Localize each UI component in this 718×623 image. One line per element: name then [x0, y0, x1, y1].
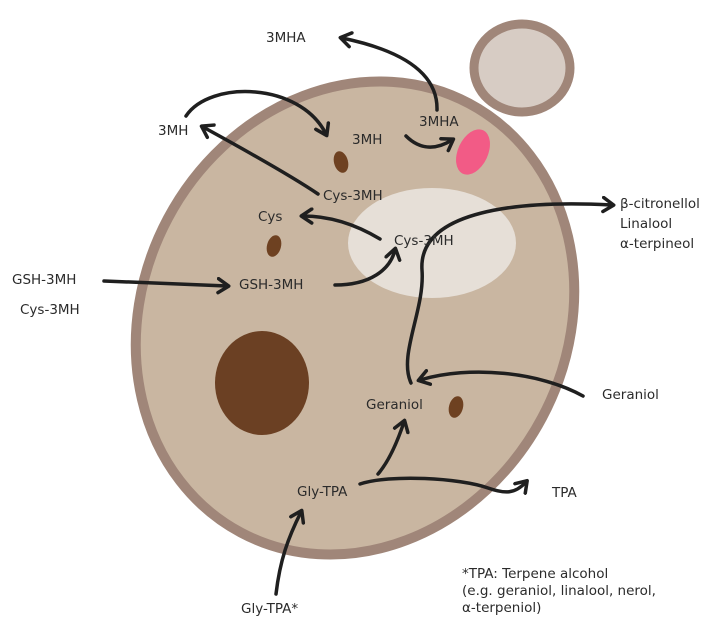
label-tpa: TPA: [552, 485, 577, 501]
yeast-bud: [474, 24, 570, 112]
label-cys-3mh-outside: Cys-3MH: [20, 302, 80, 318]
label-3mh-outside: 3MH: [158, 123, 188, 139]
footnote-line-3: α-terpeniol): [462, 600, 541, 617]
footnote-line-2: (e.g. geraniol, linalool, nerol,: [462, 583, 656, 600]
label-gsh-3mh-inside: GSH-3MH: [239, 277, 303, 293]
label-gsh-3mh-outside: GSH-3MH: [12, 272, 76, 288]
label-gly-tpa-outside: Gly-TPA*: [241, 601, 298, 617]
label-cys-3mh-upper: Cys-3MH: [323, 188, 383, 204]
label-geraniol-inside: Geraniol: [366, 397, 423, 413]
label-3mha-outside: 3MHA: [266, 30, 306, 46]
label-linalool: Linalool: [620, 216, 672, 232]
label-alpha-terpineol: α-terpineol: [620, 236, 694, 252]
label-geraniol-outside: Geraniol: [602, 387, 659, 403]
yeast-cell: [54, 4, 657, 623]
label-gly-tpa-inside: Gly-TPA: [297, 484, 347, 500]
label-3mh-inside: 3MH: [352, 132, 382, 148]
label-cys-3mh-vacuole: Cys-3MH: [394, 233, 454, 249]
label-cys: Cys: [258, 209, 282, 225]
label-beta-citronellol: β-citronellol: [620, 196, 700, 212]
footnote-line-1: *TPA: Terpene alcohol: [462, 566, 608, 583]
nucleus: [215, 331, 309, 435]
label-3mha-inside: 3MHA: [419, 114, 459, 130]
